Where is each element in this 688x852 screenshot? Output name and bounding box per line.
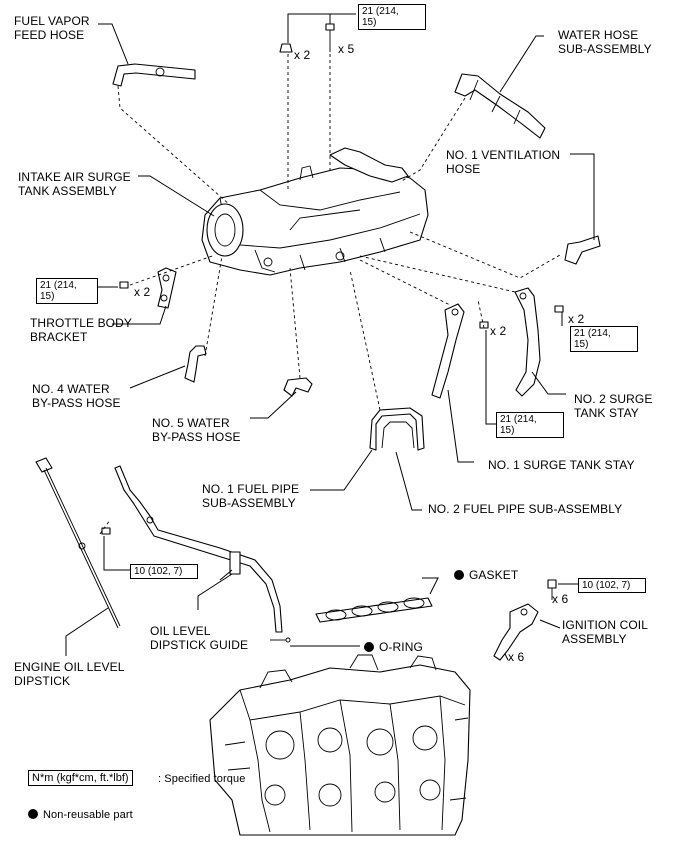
label-line: TANK ASSEMBLY [18,184,117,198]
intake-surge-tank-drawing [201,147,429,276]
non-reusable-dot-icon [454,570,464,580]
torque-line: 21 (214, [362,6,399,17]
torque-line: 15) [40,291,55,302]
label-line: SUB-ASSEMBLY [558,42,652,56]
label-line: NO. 1 FUEL PIPE [202,482,300,496]
label-engine-oil-level-dipstick: ENGINE OIL LEVEL DIPSTICK [14,660,125,688]
legend-non-reusable-text: Non-reusable part [43,809,133,821]
assembly-dashed-lines [99,54,561,535]
label-throttle-body-bracket: THROTTLE BODY BRACKET [30,316,132,344]
torque-line: 15) [574,339,589,350]
label-line: IGNITION COIL [562,618,648,632]
label-line: NO. 5 WATER [152,416,230,430]
label-line: NO. 1 VENTILATION [446,148,561,162]
label-line: WATER HOSE [558,28,639,42]
label-no1-fuel-pipe: NO. 1 FUEL PIPE SUB-ASSEMBLY [202,482,299,510]
label-line: ENGINE OIL LEVEL [14,660,125,674]
label-line: BY-PASS HOSE [32,396,121,410]
label-no1-surge-tank-stay: NO. 1 SURGE TANK STAY [488,458,635,472]
dipstick-guide-drawing [114,465,283,633]
torque-box-top: 21 (214, 15) [358,4,426,30]
label-line: BY-PASS HOSE [152,430,241,444]
label-line: FUEL VAPOR [14,14,90,28]
gasket-text: GASKET [469,568,519,582]
legend-torque-desc: : Specified torque [158,773,246,785]
torque-box-ignition-coil: 10 (102, 7) [578,578,646,593]
torque-line: 21 (214, [500,414,537,425]
qty-no1-stay-bolt: x 2 [490,324,507,338]
label-no2-surge-tank-stay: NO. 2 SURGE TANK STAY [574,392,652,420]
label-oil-level-dipstick-guide: OIL LEVEL DIPSTICK GUIDE [150,624,248,652]
water-hose-drawing [454,73,546,139]
label-line: HOSE [446,162,481,176]
qty-no2-stay-bolt: x 2 [568,312,585,326]
torque-box-dipstick-guide: 10 (102, 7) [130,564,198,579]
label-line: FEED HOSE [14,28,85,42]
label-gasket: GASKET [454,568,518,582]
qty-coil-bolt: x 6 [552,592,569,606]
label-no2-fuel-pipe: NO. 2 FUEL PIPE SUB-ASSEMBLY [428,502,623,516]
qty-throttle-bracket-bolt: x 2 [134,285,151,299]
label-o-ring: O-RING [364,640,423,654]
torque-line: 15) [500,425,515,436]
fuel-vapor-feed-hose-drawing [112,63,196,87]
label-line: BRACKET [30,330,88,344]
no2-surge-tank-stay-drawing [514,287,541,397]
label-ignition-coil-assembly: IGNITION COIL ASSEMBLY [562,618,648,646]
label-line: DIPSTICK GUIDE [150,638,249,652]
label-line: SUB-ASSEMBLY [202,496,296,510]
label-line: DIPSTICK [14,674,71,688]
leader-lines [65,13,595,661]
label-line: NO. 2 SURGE [574,392,653,406]
fasteners-drawing [101,23,564,643]
torque-line: 21 (214, [574,328,611,339]
throttle-bracket-drawing [157,267,177,309]
legend-non-reusable: Non-reusable part [28,808,133,822]
torque-box-no1-stay: 21 (214, 15) [496,412,564,438]
o-ring-text: O-RING [379,640,423,654]
no1-surge-tank-stay-drawing [431,303,465,399]
label-no4-water-bypass-hose: NO. 4 WATER BY-PASS HOSE [32,382,121,410]
label-line: THROTTLE BODY [30,316,132,330]
label-no1-ventilation-hose: NO. 1 VENTILATION HOSE [446,148,560,176]
label-intake-air-surge-tank: INTAKE AIR SURGE TANK ASSEMBLY [18,170,131,198]
label-line: ASSEMBLY [562,632,627,646]
label-line: NO. 4 WATER [32,382,110,396]
label-line: OIL LEVEL [150,624,211,638]
dipstick-drawing [35,457,121,629]
ignition-coil-drawing [493,603,539,661]
no4-bypass-hose-drawing [184,345,207,383]
torque-box-no2-stay: 21 (214, 15) [570,326,638,352]
qty-coil: x 6 [508,650,525,664]
label-line: TANK STAY [574,406,639,420]
label-line: INTAKE AIR SURGE [18,170,131,184]
qty-top-nut: x 2 [294,48,311,62]
torque-line: 10 (102, 7) [134,566,183,577]
gasket-drawing [315,597,433,623]
torque-line: 10 (102, 7) [582,580,631,591]
label-fuel-vapor-feed-hose: FUEL VAPOR FEED HOSE [14,14,90,42]
engine-block-drawing [209,654,471,836]
ventilation-hose-drawing [564,235,601,265]
legend-torque-unit: N*m (kgf*cm, ft.*lbf) [28,770,133,786]
torque-line: 21 (214, [40,280,77,291]
non-reusable-dot-icon [364,642,374,652]
qty-top-bolt: x 5 [338,42,355,56]
no5-bypass-hose-drawing [283,377,313,397]
torque-line: 15) [362,17,377,28]
fuel-pipes-drawing [369,407,425,451]
torque-box-throttle-bracket: 21 (214, 15) [36,278,98,304]
non-reusable-dot-icon [28,809,38,819]
label-no5-water-bypass-hose: NO. 5 WATER BY-PASS HOSE [152,416,241,444]
label-water-hose-sub-assembly: WATER HOSE SUB-ASSEMBLY [558,28,652,56]
